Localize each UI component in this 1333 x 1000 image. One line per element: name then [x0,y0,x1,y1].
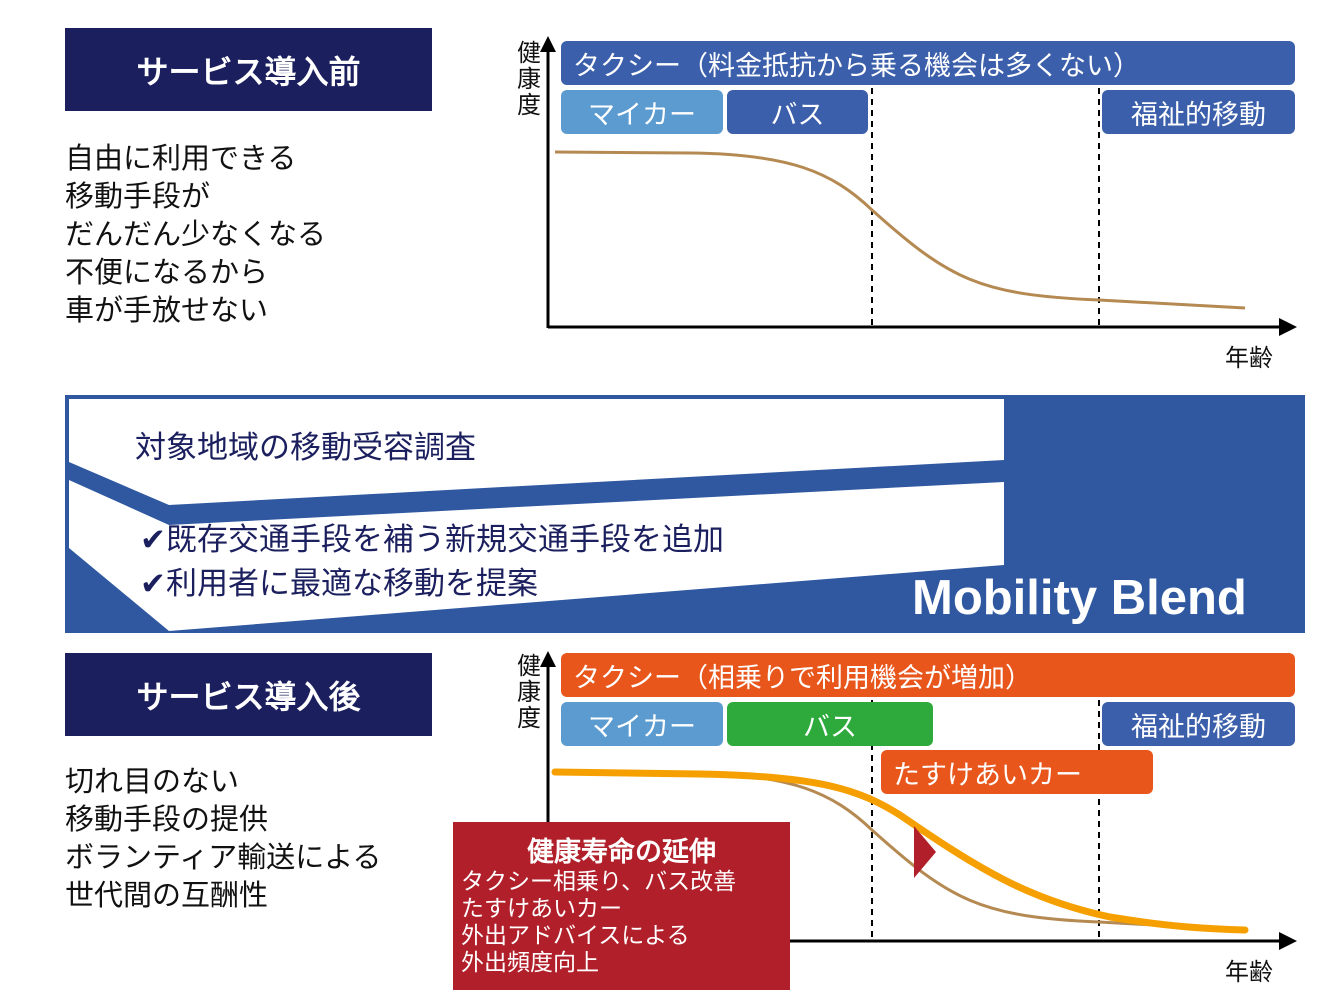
before-ylabel: 健康度 [517,39,541,119]
before-desc-line: 自由に利用できる [65,141,297,175]
after-mycar-bar: マイカー [561,702,723,746]
bullet-item: ✔利用者に最適な移動を提案 [140,566,538,602]
callout-line: 外出頻度向上 [461,950,599,976]
after-desc-line: 切れ目のない [65,764,240,798]
after-description: 切れ目のない 移動手段の提供 ボランティア輸送による 世代間の互酬性 [65,762,381,914]
callout-line: タクシー相乗り、バス改善 [461,869,737,895]
survey-panel [69,399,1004,505]
extension-arrow-icon [914,826,936,878]
x-axis-arrowhead [1279,318,1297,336]
bullet-item: ✔既存交通手段を補う新規交通手段を追加 [140,522,724,558]
after-tasukeai-bar: たすけあいカー [881,750,1153,794]
after-bus-bar: バス [727,702,933,746]
callout-line: 外出アドバイスによる [461,923,690,949]
health-curve [554,150,1246,310]
x-axis-arrowhead [1279,932,1297,950]
after-desc-line: ボランティア輸送による [65,840,382,874]
before-desc-line: だんだん少なくなる [65,217,327,251]
before-desc-line: 移動手段が [65,179,211,213]
after-ylabel: 健康度 [517,652,541,732]
y-axis-arrowhead [540,36,556,52]
after-desc-line: 移動手段の提供 [65,802,269,836]
before-xlabel: 年齢 [1225,344,1273,372]
callout-line: たすけあいカー [461,896,622,922]
mobility-blend-label: Mobility Blend [912,571,1247,625]
before-taxi-bar: タクシー（料金抵抗から乗る機会は多くない） [561,41,1295,85]
before-desc-line: 不便になるから [65,255,269,289]
proposal-panel [69,480,1004,631]
before-desc-line: 車が手放せない [65,293,269,327]
y-axis-arrowhead [540,651,556,667]
after-welfare-bar: 福祉的移動 [1102,702,1295,746]
after-title: サービス導入後 [65,653,432,736]
after-xlabel: 年齢 [1225,958,1273,986]
after-taxi-bar: タクシー（相乗りで利用機会が増加） [561,653,1295,697]
survey-text: 対象地域の移動受容調査 [135,430,476,466]
before-description: 自由に利用できる 移動手段が だんだん少なくなる 不便になるから 車が手放せない [65,139,326,329]
after-desc-line: 世代間の互酬性 [65,878,269,912]
before-chart [540,36,1297,336]
health-curve-after [551,768,1249,934]
before-mycar-bar: マイカー [561,90,723,134]
mobility-blend-band [65,395,1305,633]
before-title: サービス導入前 [65,28,432,111]
before-bus-bar: バス [727,90,868,134]
before-welfare-bar: 福祉的移動 [1102,90,1295,134]
health-extension-callout: 健康寿命の延伸 タクシー相乗り、バス改善 たすけあいカー 外出アドバイスによる … [453,822,790,990]
callout-title: 健康寿命の延伸 [527,837,716,868]
